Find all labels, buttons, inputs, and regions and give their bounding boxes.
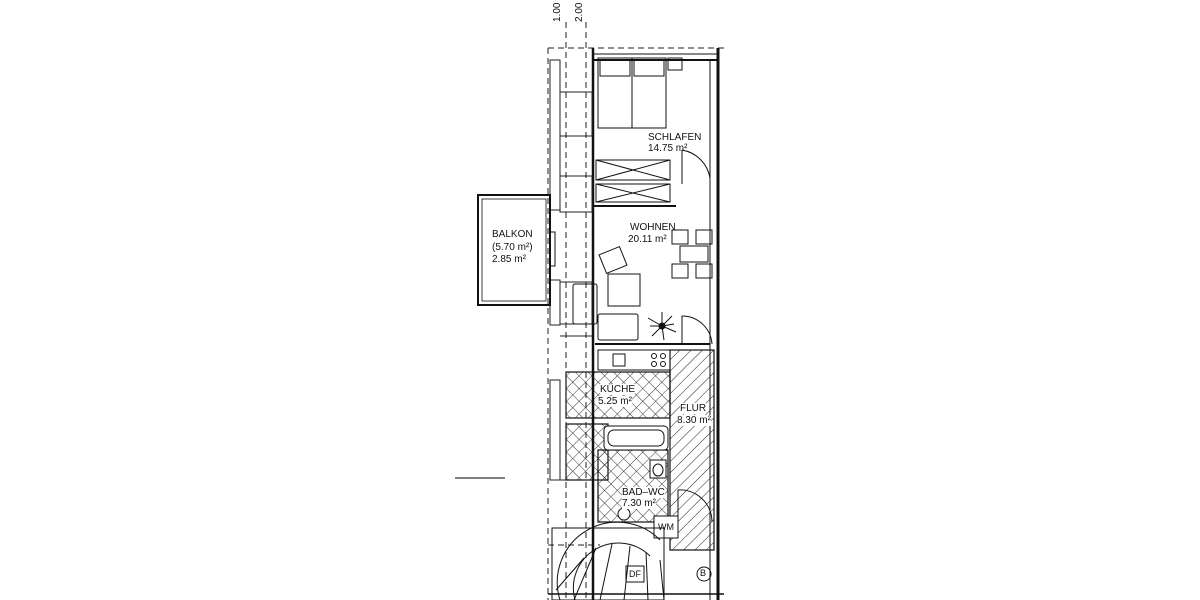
kitchen-counter <box>597 349 671 371</box>
room-name-flur: FLUR <box>680 403 707 414</box>
room-area-balkon-half: 2.85 m² <box>492 254 526 265</box>
washing-machine-label: WM <box>658 522 674 532</box>
wohnen-door <box>681 315 713 345</box>
bed <box>597 57 683 129</box>
balcony <box>477 194 556 306</box>
room-area-schlafen: 14.75 m² <box>648 143 688 154</box>
dining-set <box>671 229 713 279</box>
staircase <box>551 521 665 600</box>
kitchen-floor <box>565 371 671 419</box>
wardrobes <box>593 159 676 207</box>
bad-door <box>677 489 713 523</box>
dimension-label-1: 1.00 <box>552 2 563 22</box>
facade-windows <box>549 59 593 481</box>
room-name-bad: BAD–WC <box>622 487 665 498</box>
room-area-kueche: 5.25 m² <box>598 396 632 407</box>
room-name-kueche: KÜCHE <box>600 384 636 395</box>
schlafen-door <box>681 149 711 186</box>
room-area-bad: 7.30 m² <box>622 498 656 509</box>
boiler-circle <box>696 566 712 582</box>
living-furniture <box>572 245 710 345</box>
room-area-flur: 8.30 m² <box>677 415 711 426</box>
room-area-wohnen: 20.11 m² <box>628 234 667 245</box>
room-name-schlafen: SCHLAFEN <box>648 132 702 143</box>
room-name-balkon: BALKON <box>492 229 533 240</box>
plant-icon <box>647 312 677 341</box>
room-name-wohnen: WOHNEN <box>630 222 676 233</box>
stair-marker-label: DF <box>629 569 641 579</box>
dimension-lines <box>547 22 724 600</box>
dimension-label-2: 2.00 <box>574 2 585 22</box>
room-area-balkon-full: (5.70 m²) <box>492 242 533 253</box>
boiler-marker-label: B <box>700 568 707 578</box>
